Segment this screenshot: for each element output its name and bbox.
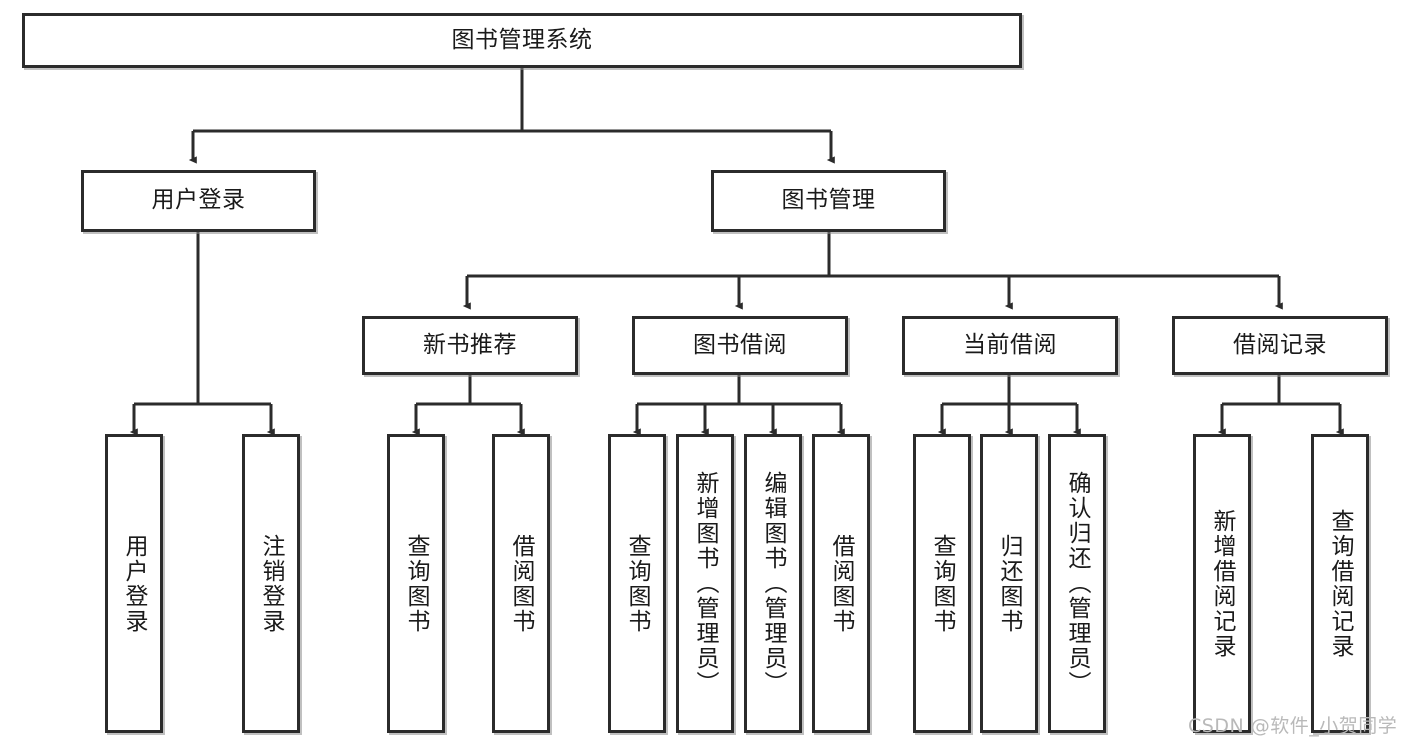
leaf-query-record[interactable]: 查询借阅记录 bbox=[1311, 434, 1369, 733]
leaf-edit-book[interactable]: 编辑图书（管理员） bbox=[744, 434, 802, 733]
node-book-borrow-label: 图书借阅 bbox=[693, 331, 787, 358]
node-root-label: 图书管理系统 bbox=[451, 26, 593, 53]
node-root[interactable]: 图书管理系统 bbox=[22, 13, 1022, 68]
node-new-book-recommend[interactable]: 新书推荐 bbox=[362, 316, 578, 375]
leaf-query-record-label: 查询借阅记录 bbox=[1327, 508, 1354, 659]
leaf-user-login-label: 用户登录 bbox=[121, 533, 148, 634]
node-current-borrow-label: 当前借阅 bbox=[963, 331, 1057, 358]
leaf-query-book-1[interactable]: 查询图书 bbox=[387, 434, 445, 733]
leaf-query-book-3-label: 查询图书 bbox=[929, 533, 956, 634]
leaf-query-book-2[interactable]: 查询图书 bbox=[608, 434, 666, 733]
leaf-borrow-book-2-label: 借阅图书 bbox=[828, 533, 855, 634]
leaf-add-record-label: 新增借阅记录 bbox=[1209, 508, 1236, 659]
leaf-return-book[interactable]: 归还图书 bbox=[980, 434, 1038, 733]
leaf-user-login[interactable]: 用户登录 bbox=[105, 434, 163, 733]
node-borrow-record[interactable]: 借阅记录 bbox=[1172, 316, 1388, 375]
leaf-borrow-book-2[interactable]: 借阅图书 bbox=[812, 434, 870, 733]
csdn-watermark: CSDN @软件_小贺同学 bbox=[1188, 715, 1398, 737]
leaf-add-record[interactable]: 新增借阅记录 bbox=[1193, 434, 1251, 733]
leaf-borrow-book-1-label: 借阅图书 bbox=[508, 533, 535, 634]
leaf-logout-login[interactable]: 注销登录 bbox=[242, 434, 300, 733]
node-borrow-record-label: 借阅记录 bbox=[1233, 331, 1327, 358]
leaf-return-book-label: 归还图书 bbox=[996, 533, 1023, 634]
node-book-borrow[interactable]: 图书借阅 bbox=[632, 316, 848, 375]
leaf-query-book-3[interactable]: 查询图书 bbox=[913, 434, 971, 733]
node-user-login-label: 用户登录 bbox=[151, 187, 246, 214]
leaf-query-book-2-label: 查询图书 bbox=[624, 533, 651, 634]
leaf-confirm-return[interactable]: 确认归还（管理员） bbox=[1048, 434, 1106, 733]
node-book-manage-label: 图书管理 bbox=[781, 187, 876, 214]
leaf-add-book-label: 新增图书（管理员） bbox=[692, 471, 719, 696]
node-current-borrow[interactable]: 当前借阅 bbox=[902, 316, 1118, 375]
leaf-edit-book-label: 编辑图书（管理员） bbox=[760, 471, 787, 696]
leaf-confirm-return-label: 确认归还（管理员） bbox=[1064, 471, 1091, 696]
leaf-borrow-book-1[interactable]: 借阅图书 bbox=[492, 434, 550, 733]
leaf-add-book[interactable]: 新增图书（管理员） bbox=[676, 434, 734, 733]
leaf-query-book-1-label: 查询图书 bbox=[403, 533, 430, 634]
node-new-book-recommend-label: 新书推荐 bbox=[423, 331, 517, 358]
node-user-login[interactable]: 用户登录 bbox=[81, 170, 316, 232]
node-book-manage[interactable]: 图书管理 bbox=[711, 170, 946, 232]
leaf-logout-login-label: 注销登录 bbox=[258, 533, 285, 634]
